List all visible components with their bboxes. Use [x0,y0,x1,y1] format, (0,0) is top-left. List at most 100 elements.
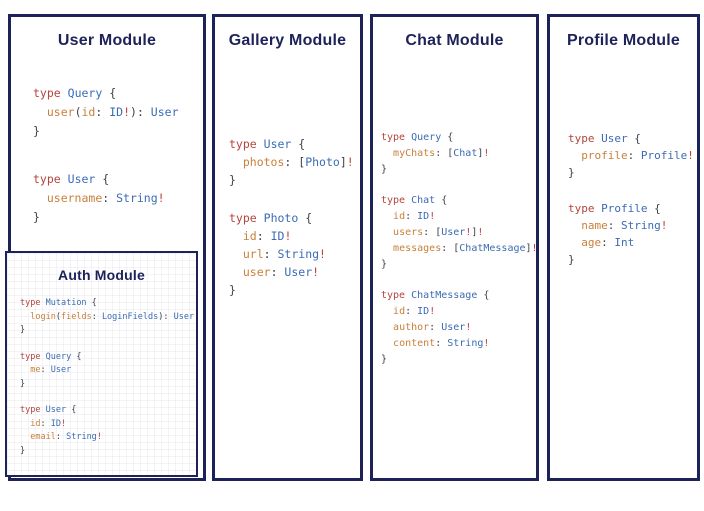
code-token-ty: ID [270,229,285,243]
code-token-kw: type [33,86,61,100]
code-token-pu [568,149,581,162]
code-token-ty: User [601,132,628,145]
code-token-ty: User [263,137,292,151]
code-token-ex: ! [465,227,472,238]
code-token-fd: id [81,105,96,119]
code-token-fd: content [393,338,436,349]
code-token-ex: ! [346,155,354,169]
code-token-ty: User [67,172,96,186]
code-token-ex: ! [61,418,67,429]
code-token-pu [381,322,393,333]
code-token-pu: } [381,164,388,175]
code-token-pu [381,148,393,159]
code-token-fd: login [30,311,56,322]
auth-module-box: Auth Module type Mutation { login(fields… [5,251,198,477]
code-token-pu: : [55,432,67,442]
code-line: type User { [229,135,360,153]
code-line: id: ID! [381,304,536,320]
code-line: user(id: ID!): User [33,103,203,122]
code-token-ex: ! [531,243,538,254]
code-token-pu: { [298,211,313,225]
code-line: login(fields: LoginFields): User [20,311,196,325]
code-line: id: ID! [229,227,360,245]
code-token-pu: : [ [441,243,460,254]
code-token-pu: : [270,265,285,279]
code-token-pu: : [256,229,271,243]
code-block: type Query { user(id: ID!): User} [33,84,203,141]
code-token-kw: type [20,351,41,362]
code-token-fd: me [30,365,41,375]
code-token-fd: users [393,227,424,238]
code-line: } [20,324,196,338]
code-token-pu: : [ [435,148,454,159]
code-token-ex: ! [483,148,490,159]
code-token-ex: ! [477,227,484,238]
gallery-module-title: Gallery Module [228,32,347,49]
code-token-ty: User [284,265,313,279]
code-line: photos: [Photo]! [229,153,360,171]
code-token-pu: ): [130,105,151,119]
code-token-pu: : [95,105,110,119]
code-line: type ChatMessage { [381,288,536,304]
code-block: type ChatMessage { id: ID! author: User!… [381,288,536,368]
code-token-pu: ] [471,227,478,238]
code-token-pu: } [20,378,26,389]
code-token-fd: name [581,219,608,232]
code-line: messages: [ChatMessage]! [381,241,538,257]
code-token-pu [33,105,47,119]
code-token-pu: { [102,86,117,100]
code-token-fd: fields [60,311,92,322]
code-token-ty: String [116,191,158,205]
code-block: type Profile { name: String! age: Int} [568,200,697,268]
code-line: } [229,171,360,189]
code-token-pu: : [102,191,117,205]
code-token-pu: : [601,236,615,249]
code-token-kw: type [229,137,257,151]
code-line: type User { [20,404,196,418]
code-line: type Chat { [381,193,536,209]
code-token-pu [20,312,30,322]
code-token-pu: ] [525,243,532,254]
code-token-pu [20,432,30,442]
code-token-pu: : [40,418,51,429]
code-token-kw: type [381,195,406,206]
code-token-ty: String [621,219,661,232]
code-token-ty: ChatMessage [459,243,526,254]
code-line: } [381,352,536,368]
code-line: } [381,257,536,273]
code-line: id: ID! [20,418,196,432]
code-token-ex: ! [319,247,326,261]
code-token-pu: } [33,124,40,138]
auth-module-title: Auth Module [58,267,145,283]
code-token-ty: User [50,365,72,375]
profile-module-code: type User { profile: Profile!}type Profi… [550,130,697,268]
code-line: type User { [568,130,697,147]
code-line: age: Int [568,234,697,251]
code-block: type User { photos: [Photo]!} [229,135,360,189]
code-line: users: [User!]! [381,225,536,241]
code-block: type Mutation { login(fields: LoginField… [20,297,196,338]
code-token-pu: { [627,132,641,145]
code-token-pu [229,247,243,261]
code-token-pu: ( [55,311,61,322]
code-block: type Query { me: User} [20,351,196,392]
code-token-pu: } [568,253,575,266]
code-token-pu: } [33,210,40,224]
code-line: type Photo { [229,209,360,227]
gallery-module-code: type User { photos: [Photo]!} type Photo … [215,135,360,299]
code-token-pu [381,243,393,254]
code-block: type Photo { id: ID! url: String! user: … [229,209,360,299]
code-token-pu [257,137,264,151]
code-token-pu: ): [158,311,174,322]
chat-module-code: type Query { myChats: [Chat]!}type Chat … [373,130,538,368]
code-token-ty: Profile [640,149,688,162]
code-token-pu: } [381,354,388,365]
code-token-fd: email [30,432,56,442]
code-line: id: ID! [381,209,536,225]
code-line: } [20,445,196,459]
code-token-ty: Query [45,351,72,362]
gallery-module-box: Gallery Module type User { photos: [Phot… [212,14,363,481]
code-token-ty: Int [614,236,635,249]
code-token-kw: type [568,132,595,145]
